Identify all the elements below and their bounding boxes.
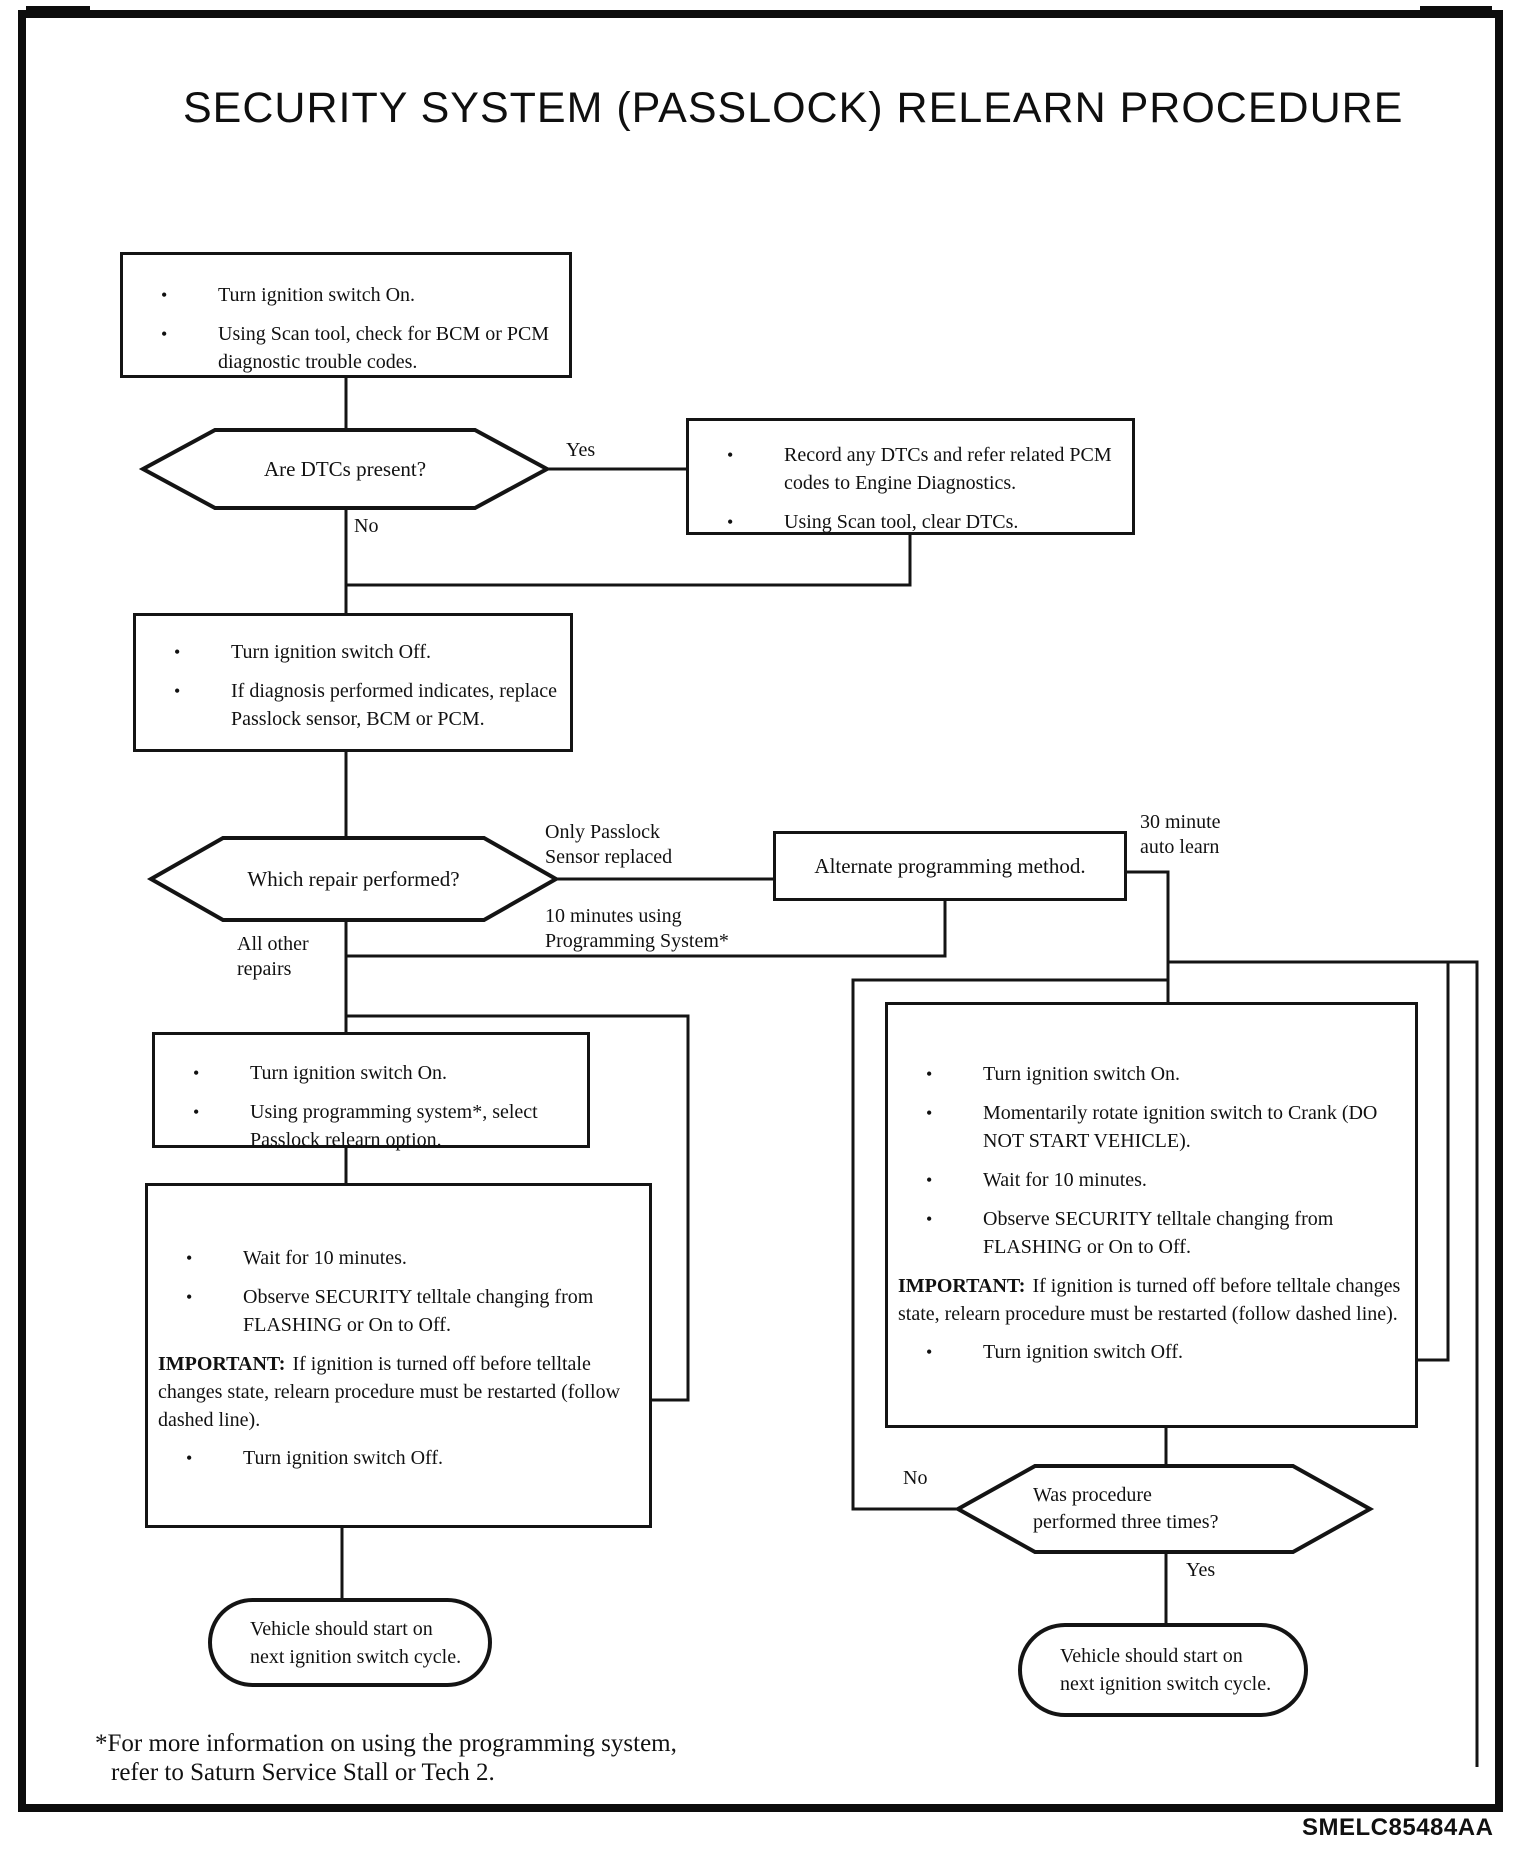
- list-item: • Record any DTCs and refer related PCM …: [689, 441, 1132, 497]
- edge-right-restart-loop: [1168, 960, 1450, 1362]
- page-border-frame: [18, 10, 1503, 1812]
- bullet-icon: •: [926, 1103, 933, 1123]
- decision-label: Are DTCs present?: [263, 456, 427, 481]
- step-text: Using Scan tool, check for BCM or PCM di…: [218, 323, 550, 373]
- decision-label: Was procedure performed three times?: [1033, 1484, 1219, 1533]
- important-text: If ignition is turned off before telltal…: [898, 1275, 1401, 1325]
- bullet-icon: •: [926, 1209, 933, 1229]
- edge-label-yes: Yes: [1186, 1559, 1216, 1581]
- bullet-icon: •: [161, 324, 168, 344]
- edge-thirty-minute: [1127, 870, 1170, 1002]
- list-item: • Wait for 10 minutes.: [148, 1244, 649, 1272]
- step-text: Momentarily rotate ignition switch to Cr…: [983, 1102, 1378, 1152]
- list-item: • Turn ignition switch On.: [123, 281, 569, 309]
- edge-left-restart-loop: [346, 1014, 690, 1402]
- list-item: • Turn ignition switch On.: [155, 1059, 587, 1087]
- bullet-icon: •: [186, 1448, 193, 1468]
- footnote-line2: refer to Saturn Service Stall or Tech 2.: [111, 1759, 495, 1786]
- step-text: Turn ignition switch Off.: [231, 641, 432, 663]
- step-text: Wait for 10 minutes.: [243, 1247, 407, 1269]
- alternate-method-box: Alternate programming method.: [773, 831, 1127, 901]
- bullet-icon: •: [193, 1063, 200, 1083]
- list-item: • Turn ignition switch Off.: [888, 1338, 1415, 1366]
- terminal-label: Vehicle should start on next ignition sw…: [1060, 1645, 1272, 1695]
- list-item: • Momentarily rotate ignition switch to …: [888, 1099, 1415, 1155]
- terminal-vehicle-start-left: Vehicle should start on next ignition sw…: [208, 1598, 492, 1687]
- important-note: IMPORTANT:If ignition is turned off befo…: [148, 1350, 649, 1434]
- bullet-icon: •: [161, 285, 168, 305]
- edge-record-merge: [346, 535, 912, 587]
- scan-mark-top-right: [1420, 6, 1492, 16]
- bullet-icon: •: [727, 512, 734, 532]
- edge-label-all-other: All other repairs: [237, 933, 309, 980]
- list-item: • If diagnosis performed indicates, repl…: [136, 677, 570, 733]
- edge-label-ten-minutes: 10 minutes using Programming System*: [545, 905, 729, 952]
- terminal-label: Vehicle should start on next ignition sw…: [250, 1617, 462, 1668]
- terminal-vehicle-start-right: Vehicle should start on next ignition sw…: [1018, 1623, 1308, 1717]
- bullet-icon: •: [186, 1248, 193, 1268]
- edge-ten-minutes-merge: [346, 901, 947, 958]
- step-text: Turn ignition switch Off.: [243, 1447, 444, 1469]
- bullet-icon: •: [727, 445, 734, 465]
- list-item: • Wait for 10 minutes.: [888, 1166, 1415, 1194]
- important-note: IMPORTANT:If ignition is turned off befo…: [888, 1272, 1415, 1328]
- list-item: • Turn ignition switch Off.: [148, 1444, 649, 1472]
- program-select-box: • Turn ignition switch On. • Using progr…: [152, 1032, 590, 1151]
- edge-right-outer-line: [1448, 960, 1479, 1767]
- start-box: • Turn ignition switch On. • Using Scan …: [120, 252, 572, 378]
- wait-observe-box: • Wait for 10 minutes. • Observe SECURIT…: [145, 1183, 652, 1528]
- ignition-off-box: • Turn ignition switch Off. • If diagnos…: [133, 613, 573, 752]
- decision-three-times: Was procedure performed three times?: [958, 1466, 1370, 1552]
- bullet-icon: •: [926, 1170, 933, 1190]
- decision-dtcs-present: Are DTCs present?: [143, 430, 547, 508]
- decision-which-repair: Which repair performed?: [151, 838, 556, 920]
- edge-label-no: No: [903, 1467, 928, 1489]
- important-text: If ignition is turned off before telltal…: [158, 1353, 621, 1431]
- list-item: • Observe SECURITY telltale changing fro…: [148, 1283, 649, 1339]
- bullet-icon: •: [174, 681, 181, 701]
- important-label: IMPORTANT:: [898, 1275, 1026, 1297]
- step-text: Turn ignition switch On.: [218, 284, 416, 306]
- edge-three-no-loop: [851, 978, 1168, 1511]
- repair-decision-shape: [146, 836, 561, 922]
- bullet-icon: •: [926, 1342, 933, 1362]
- step-text: Turn ignition switch On.: [983, 1063, 1181, 1085]
- step-text: Turn ignition switch On.: [250, 1062, 448, 1084]
- list-item: • Observe SECURITY telltale changing fro…: [888, 1205, 1415, 1261]
- bullet-icon: •: [193, 1102, 200, 1122]
- edge-label-yes: Yes: [566, 439, 596, 461]
- edge-label-thirty-minutes: 30 minute auto learn: [1140, 811, 1221, 858]
- bullet-icon: •: [174, 642, 181, 662]
- edge-label-only-passlock: Only Passlock Sensor replaced: [545, 821, 673, 868]
- step-text: Observe SECURITY telltale changing from …: [243, 1286, 594, 1336]
- step-text: Observe SECURITY telltale changing from …: [983, 1208, 1334, 1258]
- decision-label: Which repair performed?: [247, 866, 460, 891]
- step-text: If diagnosis performed indicates, replac…: [231, 680, 557, 730]
- three-times-decision-shape: [953, 1464, 1375, 1554]
- list-item: • Turn ignition switch Off.: [136, 638, 570, 666]
- list-item: • Using Scan tool, check for BCM or PCM …: [123, 320, 569, 376]
- step-text: Using Scan tool, clear DTCs.: [784, 511, 1019, 533]
- bullet-icon: •: [186, 1287, 193, 1307]
- list-item: • Using Scan tool, clear DTCs.: [689, 508, 1132, 536]
- page-title: SECURITY SYSTEM (PASSLOCK) RELEARN PROCE…: [183, 84, 1404, 132]
- edge-label-no: No: [354, 515, 379, 537]
- bullet-icon: •: [926, 1064, 933, 1084]
- footnote: *For more information on using the progr…: [95, 1729, 677, 1787]
- step-text: Using programming system*, select Passlo…: [250, 1101, 538, 1151]
- dtc-decision-shape: [138, 428, 552, 510]
- step-text: Record any DTCs and refer related PCM co…: [784, 444, 1112, 494]
- node-label: Alternate programming method.: [814, 854, 1086, 878]
- step-text: Wait for 10 minutes.: [983, 1169, 1147, 1191]
- list-item: • Using programming system*, select Pass…: [155, 1098, 587, 1154]
- step-text: Turn ignition switch Off.: [983, 1341, 1184, 1363]
- document-code: SMELC85484AA: [1302, 1814, 1494, 1841]
- footnote-line1: *For more information on using the progr…: [95, 1730, 677, 1757]
- important-label: IMPORTANT:: [158, 1353, 286, 1375]
- crank-procedure-box: • Turn ignition switch On. • Momentarily…: [885, 1002, 1418, 1428]
- record-dtcs-box: • Record any DTCs and refer related PCM …: [686, 418, 1135, 535]
- list-item: • Turn ignition switch On.: [888, 1060, 1415, 1088]
- scan-mark-top-left: [26, 6, 90, 16]
